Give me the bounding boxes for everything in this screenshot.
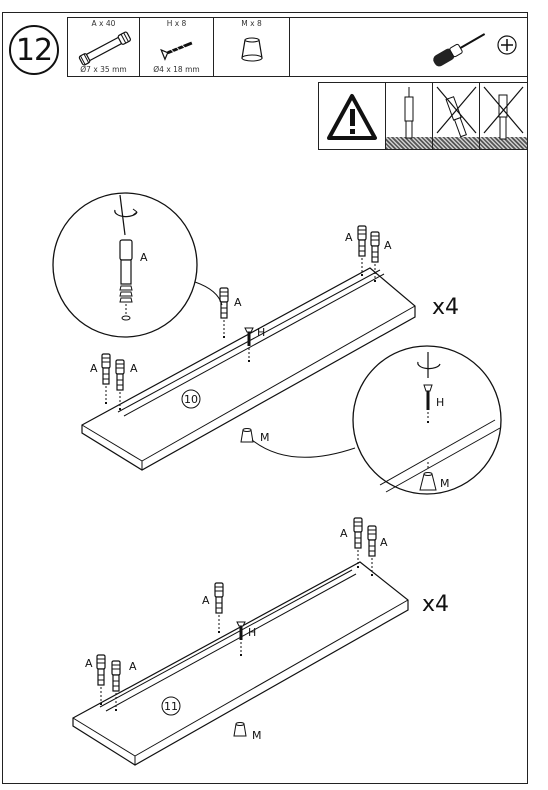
part-qty: A x 40: [91, 19, 116, 28]
label-m: M: [252, 729, 262, 742]
label-a: A: [140, 251, 148, 264]
cam-dowel-icon: [78, 31, 131, 66]
warning-panel: [318, 82, 528, 150]
foot-glide-icon: [241, 37, 263, 62]
part-qty: M x 8: [241, 19, 262, 28]
label-a: A: [234, 296, 242, 309]
panel-10-assembly: A A A A A A H M H M 10 x4: [52, 192, 502, 495]
label-a: A: [85, 657, 93, 670]
label-a: A: [90, 362, 98, 375]
panel-number: 11: [164, 700, 178, 713]
step-number: 12: [9, 25, 59, 75]
warning-icon: [319, 83, 386, 149]
part-cell-a: A x 40 Ø7 x 35 mm: [68, 18, 140, 76]
part-cell-m: M x 8: [214, 18, 290, 76]
part-dim: Ø7 x 35 mm: [80, 65, 127, 74]
label-a: A: [130, 362, 138, 375]
screw-icon: [160, 41, 193, 61]
wrong-dowel-tilted-icon: [433, 83, 480, 149]
label-a: A: [202, 594, 210, 607]
tool-cell: [290, 18, 527, 76]
wrong-dowel-deep-icon: [480, 83, 527, 149]
label-a: A: [129, 660, 137, 673]
part-cell-h: H x 8 Ø4 x 18 mm: [140, 18, 214, 76]
label-a: A: [380, 536, 388, 549]
label-a: A: [345, 231, 353, 244]
label-h: H: [257, 326, 265, 339]
part-qty: H x 8: [166, 19, 187, 28]
parts-list: A x 40 Ø7 x 35 mm H x 8 Ø4: [67, 17, 528, 77]
label-h: H: [436, 396, 444, 409]
correct-dowel-icon: [386, 83, 433, 149]
label-m: M: [260, 431, 270, 444]
panel-quantity: x4: [422, 592, 449, 617]
screwdriver-icon: [433, 33, 517, 67]
panel-quantity: x4: [432, 295, 459, 320]
label-m: M: [440, 477, 450, 490]
label-a: A: [340, 527, 348, 540]
panel-number: 10: [184, 393, 198, 406]
panel-11-assembly: A A A A A H M 11 x4: [72, 517, 449, 766]
instruction-frame: [2, 12, 528, 784]
label-a: A: [384, 239, 392, 252]
part-dim: Ø4 x 18 mm: [153, 65, 200, 74]
label-h: H: [248, 626, 256, 639]
